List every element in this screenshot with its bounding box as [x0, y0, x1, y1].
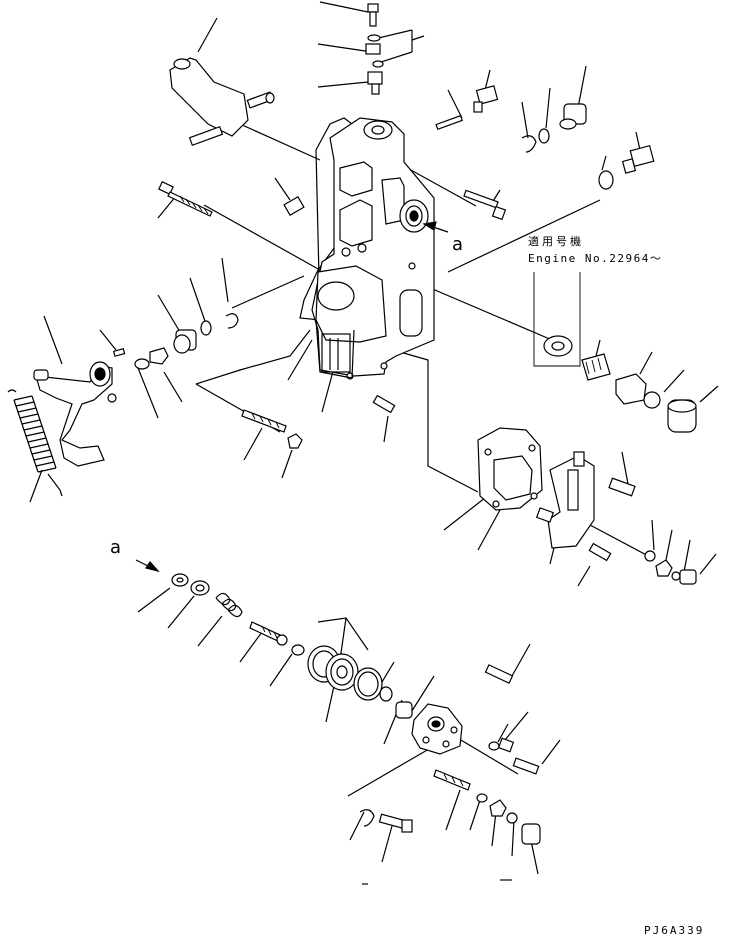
top-bolt-set	[365, 3, 384, 95]
lower-washers	[171, 573, 243, 618]
lower-body	[411, 703, 463, 755]
engine-serial-label: Engine No.22964～	[528, 252, 663, 265]
top-right-small-parts	[435, 85, 655, 190]
left-seal-parts	[112, 313, 239, 370]
lower-shaft	[249, 621, 305, 656]
view-marker-top: a	[452, 234, 464, 255]
housing-lower-fasteners	[241, 189, 507, 449]
right-adjust-parts	[581, 353, 697, 433]
governor-housing	[299, 117, 435, 380]
governor-bracket-top	[169, 57, 275, 147]
diaphragm-rings	[307, 645, 413, 719]
stopper-bracket	[535, 451, 697, 585]
lower-fasteners	[359, 664, 541, 885]
view-arrow-top	[422, 221, 449, 233]
control-lever-assembly	[33, 361, 117, 467]
view-arrow-left	[135, 559, 160, 573]
return-spring	[7, 389, 63, 497]
view-marker-left: a	[110, 537, 122, 558]
drawing-code: PJ6A339	[644, 924, 705, 937]
applicable-serial-label: 適用号機	[528, 235, 584, 248]
adapter-plate	[477, 427, 543, 511]
leader-lines	[29, 1, 719, 875]
long-stud-bolt	[158, 181, 213, 217]
serial-scope-bracket	[533, 272, 581, 367]
